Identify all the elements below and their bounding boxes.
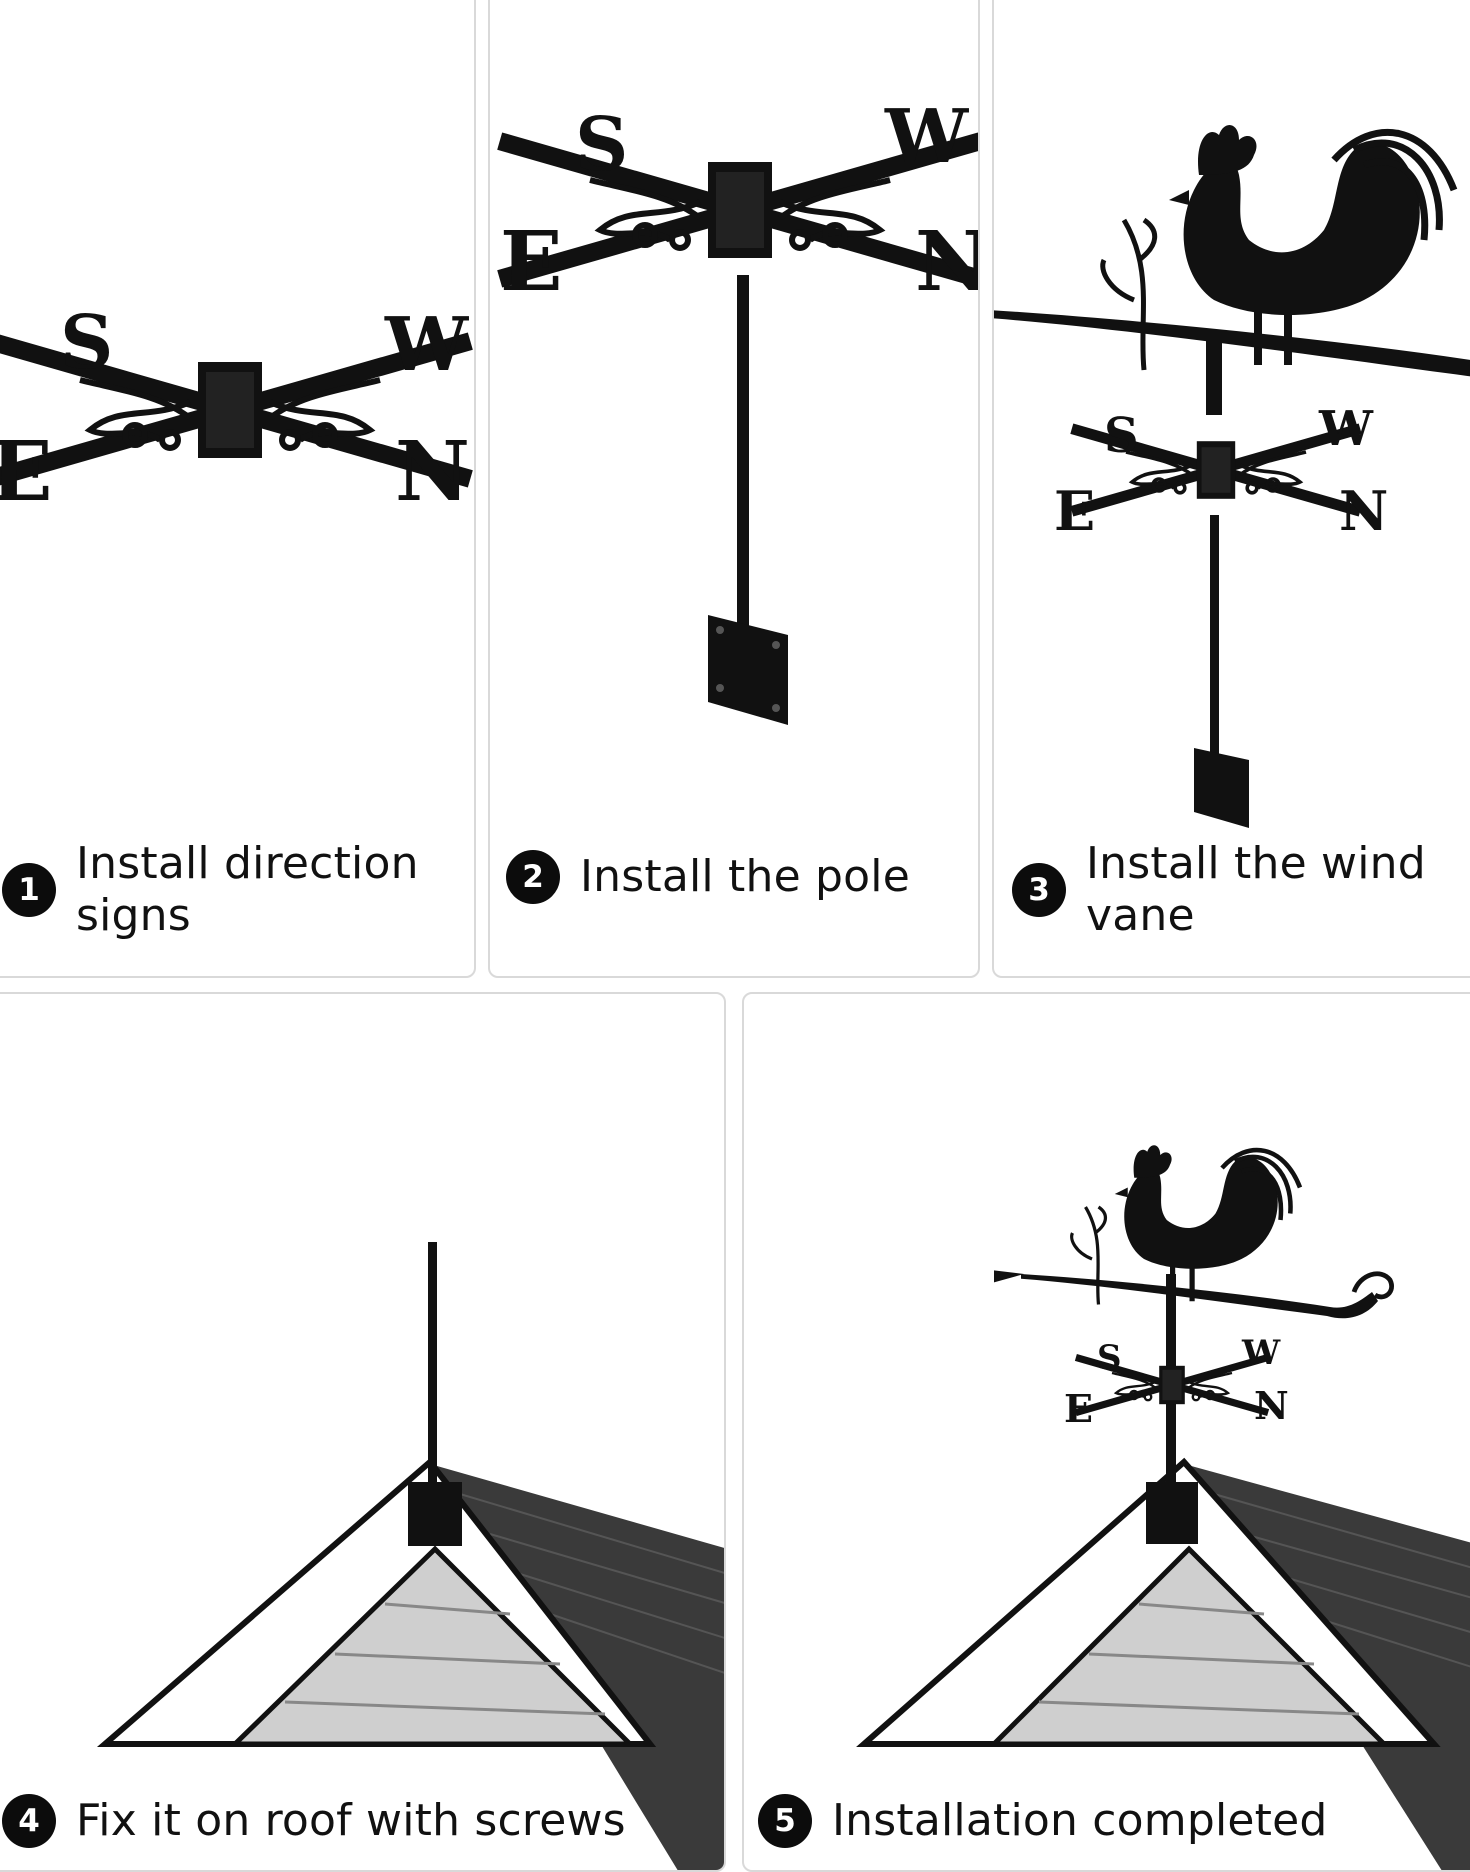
compass-letter-e: E bbox=[500, 214, 563, 310]
step-number-badge: 5 bbox=[758, 1794, 812, 1848]
step-number-badge: 3 bbox=[1012, 863, 1066, 917]
compass-letter-w: W bbox=[1241, 1333, 1281, 1373]
pole-illustration: S W E N bbox=[490, 94, 980, 725]
compass-letter-n: N bbox=[915, 214, 980, 310]
mounting-bracket bbox=[708, 615, 788, 725]
step-panel-4: 4 Fix it on roof with screws bbox=[0, 992, 726, 1872]
pole bbox=[428, 1242, 437, 1482]
step-panel-5: S W E N 5 Installation completed bbox=[742, 992, 1470, 1872]
step-number-badge: 2 bbox=[506, 850, 560, 904]
direction-signs-illustration: S W E N bbox=[0, 300, 476, 520]
roof-pole-illustration bbox=[96, 1242, 724, 1870]
compass-letter-n: N bbox=[1339, 479, 1388, 543]
compass-letter-s: S bbox=[575, 102, 628, 188]
compass-letter-w: W bbox=[884, 94, 969, 180]
compass-letter-e: E bbox=[1064, 1386, 1093, 1431]
wind-vane-illustration: S W E N bbox=[994, 0, 1470, 828]
step-label: Fix it on roof with screws bbox=[76, 1795, 626, 1846]
compass-letter-n: N bbox=[395, 424, 470, 520]
step-number-badge: 4 bbox=[2, 1794, 56, 1848]
step-label: Install the pole bbox=[580, 851, 910, 902]
completed-illustration: S W E N bbox=[856, 994, 1470, 1870]
mounting-bracket bbox=[408, 1482, 462, 1546]
compass-letter-e: E bbox=[1054, 479, 1095, 543]
compass-letter-s: S bbox=[1097, 1338, 1122, 1378]
step-caption-2: 2 Install the pole bbox=[506, 850, 910, 904]
compass-letter-s: S bbox=[60, 300, 113, 386]
step-label: Installation completed bbox=[832, 1795, 1328, 1846]
compass-letter-w: W bbox=[1318, 401, 1374, 457]
step-panel-3: S W E N 3 Install the wind vane bbox=[992, 0, 1470, 978]
step-caption-4: 4 Fix it on roof with screws bbox=[2, 1794, 626, 1848]
step-label: Install direction signs bbox=[76, 838, 419, 941]
step-panel-2: S W E N 2 Install the pole bbox=[488, 0, 980, 978]
compass-letter-n: N bbox=[1254, 1383, 1289, 1428]
pole bbox=[737, 275, 749, 685]
step-label: Install the wind vane bbox=[1086, 838, 1426, 941]
step-number-badge: 1 bbox=[2, 863, 56, 917]
compass-letter-w: W bbox=[384, 302, 469, 388]
step-caption-5: 5 Installation completed bbox=[758, 1794, 1328, 1848]
step-caption-3: 3 Install the wind vane bbox=[1012, 838, 1426, 942]
step-panel-1: S W E N 1 Install direction signs bbox=[0, 0, 476, 978]
compass-letter-e: E bbox=[0, 424, 53, 520]
compass-letter-s: S bbox=[1104, 408, 1139, 464]
step-caption-1: 1 Install direction signs bbox=[2, 838, 419, 942]
